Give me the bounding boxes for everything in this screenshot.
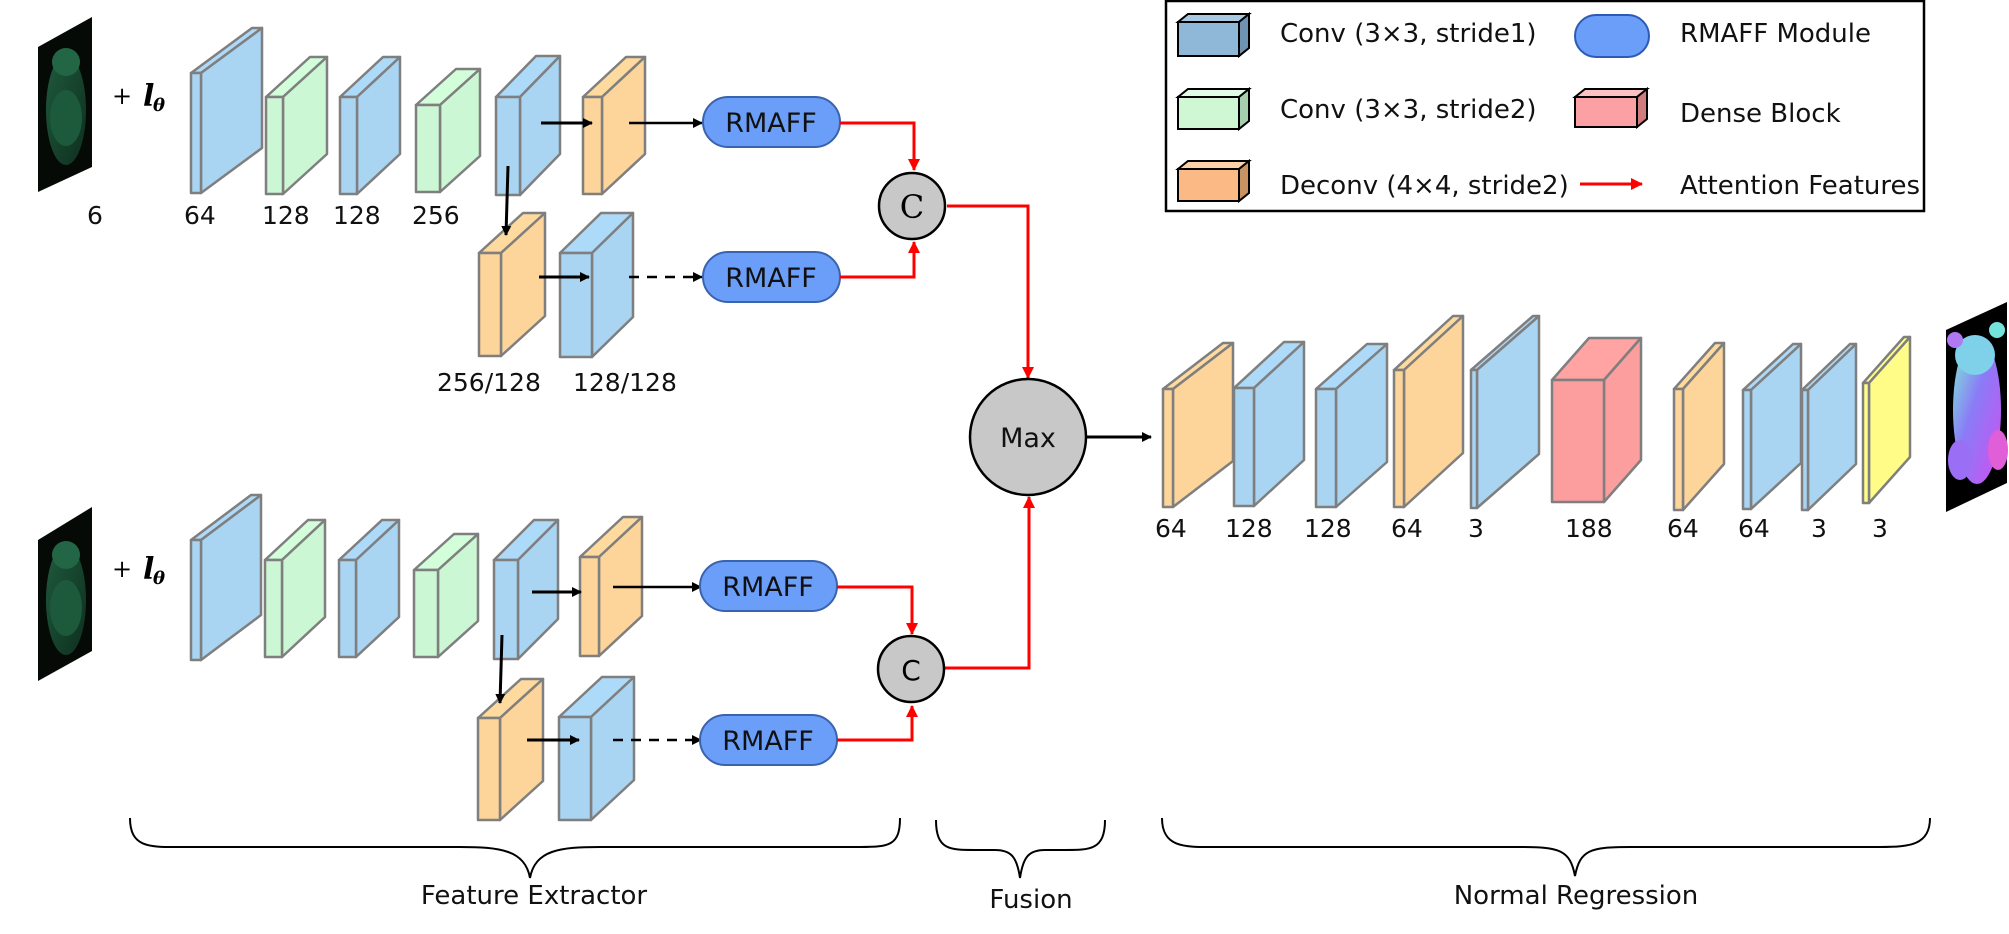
layer-label: 128: [1304, 514, 1352, 543]
section-label-normal-regression: Normal Regression: [1454, 881, 1699, 911]
conv-stride1-layer: [492, 518, 560, 661]
attention-arrow: [840, 241, 920, 279]
conv-stride1-layer: [189, 493, 263, 662]
legend-dense-block-icon: [1572, 86, 1650, 130]
arrow: [501, 165, 512, 236]
plus-sign: +: [112, 82, 132, 110]
layer-label: 256/128: [437, 368, 541, 397]
rmaff-module-top-2: RMAFF: [702, 251, 841, 303]
layer-label: 256: [412, 201, 460, 230]
layer-label: 3: [1872, 514, 1888, 543]
legend: Conv (3×3, stride1) Conv (3×3, stride2) …: [1164, 0, 1926, 213]
conv-stride1-layer: [1314, 342, 1389, 509]
deconv-layer: [476, 677, 545, 822]
deconv-layer: [477, 211, 547, 358]
attention-arrow: [837, 705, 918, 742]
layer-label: 64: [184, 201, 216, 230]
deconv-layer: [1672, 341, 1726, 512]
light-subscript: θ: [153, 568, 165, 589]
conv-stride1-layer: [558, 211, 635, 359]
legend-conv-stride2-icon: [1175, 86, 1252, 132]
conv-stride2-layer: [264, 55, 329, 196]
arrow: [495, 634, 506, 704]
legend-label-conv-stride2: Conv (3×3, stride2): [1280, 95, 1537, 125]
deconv-layer: [581, 55, 647, 196]
rmaff-module-top-1: RMAFF: [702, 96, 841, 148]
legend-label-rmaff: RMAFF Module: [1680, 19, 1871, 49]
layer-label: 128: [333, 201, 381, 230]
svg-text:Max: Max: [1000, 423, 1056, 454]
conv-stride1-layer: [557, 675, 636, 822]
attention-arrow: [944, 496, 1035, 670]
light-symbol: l: [143, 552, 154, 587]
attention-arrow: [840, 121, 920, 171]
conv-stride2-layer: [263, 518, 327, 659]
plus-sign: +: [112, 555, 132, 583]
legend-label-dense-block: Dense Block: [1680, 99, 1841, 129]
svg-text:RMAFF: RMAFF: [725, 263, 817, 294]
brace-fusion: [935, 819, 1106, 879]
rmaff-module-bottom-2: RMAFF: [699, 714, 838, 766]
conv-stride1-layer: [337, 518, 401, 659]
svg-text:RMAFF: RMAFF: [725, 108, 817, 139]
svg-text:C: C: [900, 188, 924, 226]
concat-node-top: C: [877, 171, 947, 241]
max-fusion-node: Max: [968, 377, 1088, 497]
legend-conv-stride1-icon: [1175, 11, 1252, 59]
brace-feature-extractor: [129, 817, 901, 879]
layer-label: 3: [1811, 514, 1827, 543]
input-channel-label: 6: [87, 201, 103, 230]
legend-deconv-icon: [1175, 158, 1252, 204]
conv-stride1-layer: [338, 55, 402, 196]
conv-stride2-layer: [412, 532, 480, 659]
concat-node-bottom: C: [876, 634, 946, 704]
layer-label: 128: [262, 201, 310, 230]
legend-box: [1164, 0, 1926, 213]
rmaff-module-bottom-1: RMAFF: [699, 560, 838, 612]
layer-label: 128/128: [573, 368, 677, 397]
layer-label: 128: [1225, 514, 1273, 543]
deconv-layer: [1392, 314, 1465, 509]
conv-stride1-layer: [494, 54, 562, 197]
output-normal-map: [1946, 302, 2008, 512]
light-direction-bottom: + l θ: [112, 552, 165, 589]
input-image-top: [38, 17, 92, 192]
conv-stride1-layer: [1741, 342, 1803, 511]
section-label-fusion: Fusion: [989, 885, 1072, 915]
conv-stride1-layer: [1469, 314, 1541, 510]
svg-text:C: C: [901, 654, 921, 687]
section-label-feature-extractor: Feature Extractor: [421, 881, 648, 911]
attention-arrow: [947, 204, 1034, 379]
input-image-bottom: [38, 507, 92, 681]
attention-arrow: [837, 585, 918, 635]
legend-rmaff-icon: [1574, 14, 1650, 58]
conv-stride1-layer: [1800, 342, 1858, 512]
conv-stride1-layer: [189, 26, 264, 195]
layer-label: 64: [1738, 514, 1770, 543]
layer-label: 64: [1667, 514, 1699, 543]
conv-stride1-layer: [1232, 340, 1306, 508]
legend-label-attention: Attention Features: [1680, 171, 1920, 201]
light-subscript: θ: [153, 95, 165, 116]
legend-label-conv-stride1: Conv (3×3, stride1): [1280, 19, 1537, 49]
deconv-layer: [1161, 341, 1235, 509]
light-symbol: l: [143, 79, 154, 114]
layer-label: 64: [1391, 514, 1423, 543]
dense-block: [1550, 336, 1643, 504]
layer-label: 64: [1155, 514, 1187, 543]
conv-stride2-layer: [414, 67, 482, 194]
light-direction-top: + l θ: [112, 79, 165, 116]
brace-normal-regression: [1161, 817, 1931, 877]
layer-label: 188: [1565, 514, 1613, 543]
output-layer: [1861, 335, 1912, 505]
legend-label-deconv: Deconv (4×4, stride2): [1280, 171, 1569, 201]
layer-label: 3: [1468, 514, 1484, 543]
svg-text:RMAFF: RMAFF: [722, 572, 814, 603]
svg-text:RMAFF: RMAFF: [722, 726, 814, 757]
layer-blocks: [189, 26, 1912, 822]
